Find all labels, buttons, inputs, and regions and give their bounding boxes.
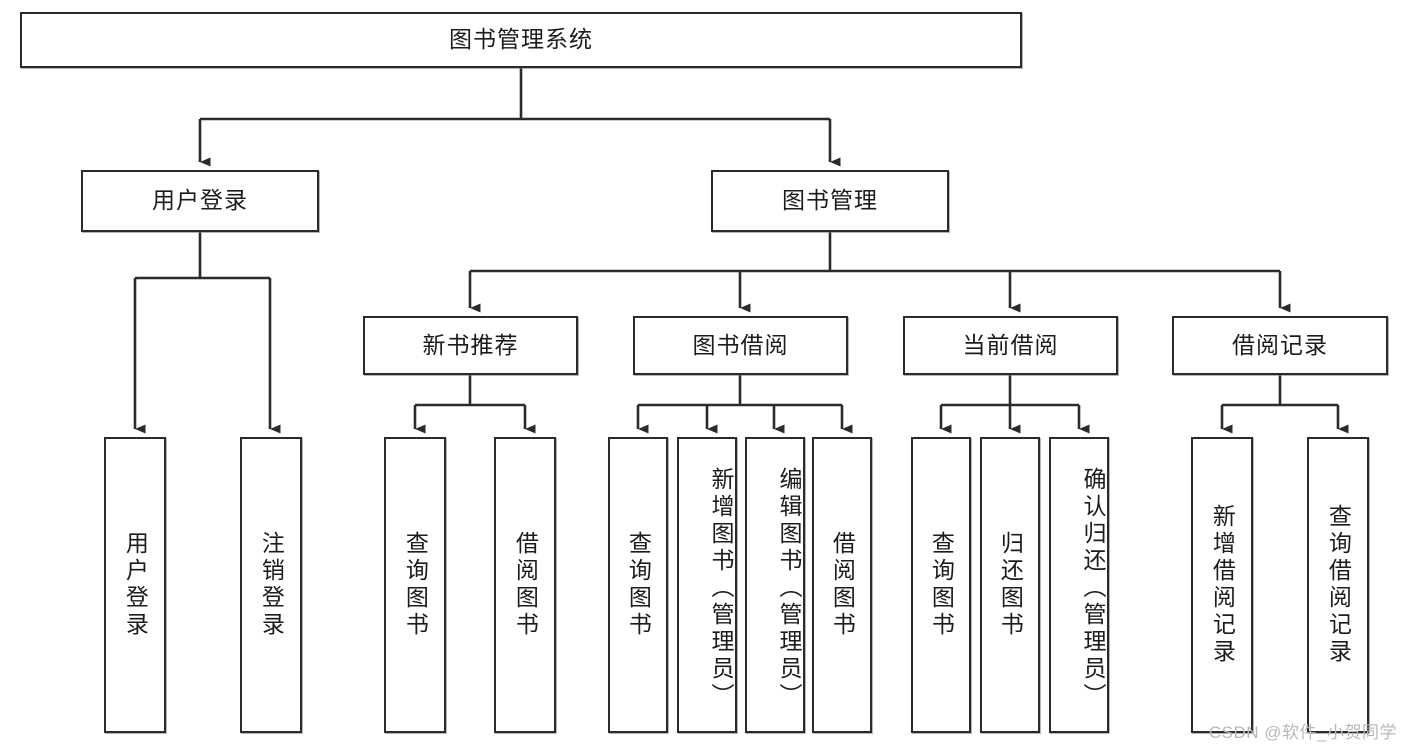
- leaf-user-login-signin[interactable]: 用户登录: [104, 437, 166, 733]
- node-book-borrow[interactable]: 图书借阅: [633, 316, 848, 375]
- node-label: 用户登录: [152, 187, 248, 214]
- node-label: 借阅记录: [1232, 331, 1328, 358]
- leaf-records-query-record[interactable]: 查询借阅记录: [1307, 437, 1369, 733]
- node-label: 图书管理系统: [449, 26, 593, 53]
- node-label: 编辑图书（管理员）: [776, 466, 802, 710]
- node-label: 查询借阅记录: [1325, 504, 1352, 666]
- node-label: 借阅图书: [829, 531, 856, 639]
- node-label: 查询图书: [402, 531, 429, 639]
- leaf-borrow-add-book-admin[interactable]: 新增图书（管理员）: [677, 437, 737, 733]
- node-borrow-records[interactable]: 借阅记录: [1172, 316, 1388, 375]
- node-label: 图书借阅: [692, 331, 789, 358]
- node-label: 新增图书（管理员）: [708, 466, 734, 710]
- node-label: 当前借阅: [962, 331, 1059, 358]
- node-book-management[interactable]: 图书管理: [711, 170, 949, 232]
- leaf-current-query-book[interactable]: 查询图书: [911, 437, 971, 733]
- node-new-book-recommend[interactable]: 新书推荐: [363, 316, 578, 375]
- leaf-current-confirm-return-admin[interactable]: 确认归还（管理员）: [1049, 437, 1109, 733]
- leaf-recommend-query-book[interactable]: 查询图书: [384, 437, 446, 733]
- watermark-text: CSDN @软件_小贺同学: [1208, 723, 1397, 742]
- node-label: 借阅图书: [512, 531, 539, 639]
- node-label: 归还图书: [997, 531, 1024, 639]
- node-root-system[interactable]: 图书管理系统: [20, 12, 1022, 68]
- node-user-login[interactable]: 用户登录: [81, 170, 319, 232]
- leaf-records-add-record[interactable]: 新增借阅记录: [1191, 437, 1253, 733]
- node-label: 查询图书: [928, 531, 955, 639]
- leaf-borrow-borrow-book[interactable]: 借阅图书: [812, 437, 872, 733]
- node-current-borrow[interactable]: 当前借阅: [903, 316, 1118, 375]
- node-label: 新增借阅记录: [1209, 504, 1236, 666]
- node-label: 用户登录: [122, 531, 149, 639]
- node-label: 查询图书: [625, 531, 652, 639]
- leaf-recommend-borrow-book[interactable]: 借阅图书: [494, 437, 556, 733]
- node-label: 注销登录: [258, 531, 285, 639]
- node-label: 确认归还（管理员）: [1080, 466, 1106, 710]
- node-label: 新书推荐: [422, 331, 519, 358]
- leaf-user-login-signout[interactable]: 注销登录: [240, 437, 302, 733]
- leaf-borrow-query-book[interactable]: 查询图书: [608, 437, 668, 733]
- node-label: 图书管理: [782, 187, 878, 214]
- leaf-borrow-edit-book-admin[interactable]: 编辑图书（管理员）: [745, 437, 805, 733]
- leaf-current-return-book[interactable]: 归还图书: [980, 437, 1040, 733]
